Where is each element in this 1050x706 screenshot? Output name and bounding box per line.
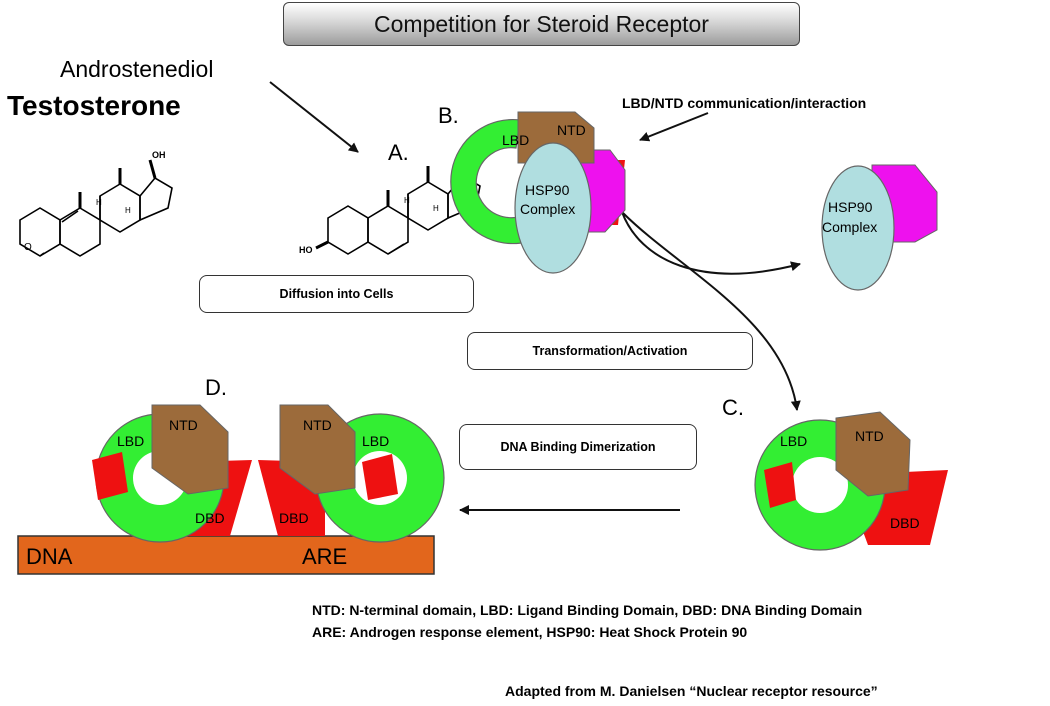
ntd-shape-d-left [151,404,229,495]
ntd-label-d-right: NTD [303,417,332,433]
arrow-note-to-b [639,112,709,142]
arrow-androstenediol-to-a [269,81,359,153]
lbd-label-c: LBD [780,433,807,449]
receptor-c [754,411,948,551]
dna-bar [17,535,435,575]
arrow-hsp90-release [621,211,801,275]
testosterone-h-2: H [125,206,131,215]
ntd-shape-c [835,411,911,497]
diagram-title: Competition for Steroid Receptor [283,2,800,46]
testosterone-label: Testosterone [7,90,181,121]
androstenediol-ho: HO [299,245,313,255]
lbd-label-d-right: LBD [362,433,389,449]
arrow-activation [621,211,801,411]
step-a-label: A. [388,140,409,165]
ntd-shape-d-right [279,404,356,495]
legend-line-1: NTD: N-terminal domain, LBD: Ligand Bind… [312,602,863,618]
dbd-label-d-left: DBD [195,510,225,526]
diffusion-box: Diffusion into Cells [199,275,474,313]
lbd-label-d-left: LBD [117,433,144,449]
dbd-label-d-right: DBD [279,510,309,526]
ntd-label-d-left: NTD [169,417,198,433]
credit-text: Adapted from M. Danielsen “Nuclear recep… [505,683,878,699]
hsp-ellipse-released [821,165,895,291]
hsp-label-b-1: HSP90 [525,182,570,198]
testosterone-oh: OH [152,150,166,160]
testosterone-o-atom: O [24,242,32,253]
androstenediol-label: Androstenediol [60,56,214,82]
step-c-label: C. [722,395,744,420]
lbd-label-b: LBD [502,132,529,148]
hsp-label-released-1: HSP90 [828,199,873,215]
testosterone-h-1: H [96,198,102,207]
step-d-label: D. [205,375,227,400]
hsp-label-b-2: Complex [520,201,575,217]
androstenediol-h-2: H [433,204,439,213]
are-label: ARE [302,544,347,569]
hsp-ellipse-b [514,142,592,274]
androstenediol-h-1: H [404,196,410,205]
ntd-label-c: NTD [855,428,884,444]
testosterone-structure [19,159,173,257]
transformation-box: Transformation/Activation [467,332,753,370]
ntd-label-b: NTD [557,122,586,138]
lbd-ntd-note: LBD/NTD communication/interaction [622,95,867,111]
receptor-complex-b [450,111,626,274]
receptor-d-left [92,404,252,543]
dbd-label-c: DBD [890,515,920,531]
hsp90-complex-released [821,164,938,291]
dna-binding-box: DNA Binding Dimerization [459,424,697,470]
dna-label: DNA [26,544,73,569]
step-b-label: B. [438,103,459,128]
hsp-label-released-2: Complex [822,219,877,235]
receptor-d-right [258,404,445,543]
legend-line-2: ARE: Androgen response element, HSP90: H… [312,624,748,640]
